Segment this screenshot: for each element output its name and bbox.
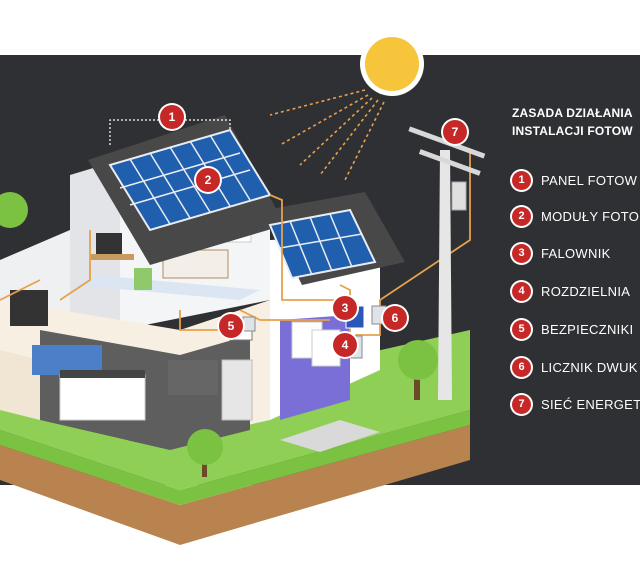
legend-item: 7 SIEĆ ENERGET [512,392,640,416]
legend-item: 2 MODUŁY FOTO [512,204,639,228]
legend-title: ZASADA DZIAŁANIA INSTALACJI FOTOW [512,104,633,140]
tree-right-icon [398,340,438,400]
legend-badge: 3 [512,243,531,263]
legend-label: SIEĆ ENERGET [541,396,640,412]
diagram-badge-3: 3 [333,296,357,320]
legend-badge: 4 [512,281,531,301]
legend-label: FALOWNIK [541,245,611,261]
diagram-badge-2: 2 [196,168,220,192]
diagram-badge-1: 1 [160,105,184,129]
legend-title-line1: ZASADA DZIAŁANIA [512,106,633,120]
diagram-badge-6: 6 [383,306,407,330]
fuse-box-icon [242,316,256,332]
wiring [0,150,471,345]
diagram-badge-4: 4 [333,333,357,357]
solar-panel-icon [268,208,377,280]
legend-item: 4 ROZDZIELNIA [512,279,630,303]
legend-label: ROZDZIELNIA [541,283,631,299]
legend-label: MODUŁY FOTO [541,208,640,224]
tree-left-icon [0,192,28,228]
sun-rays [269,89,385,181]
legend-badge: 1 [512,170,531,190]
legend-item: 3 FALOWNIK [512,241,611,265]
legend-title-line2: INSTALACJI FOTOW [512,124,633,138]
legend-label: BEZPIECZNIKI [541,321,634,337]
legend-label: PANEL FOTOW [541,172,638,188]
legend-label: LICZNIK DWUK [541,359,638,375]
diagram-badge-5: 5 [219,314,243,338]
tree-front-icon [187,429,223,477]
legend-item: 5 BEZPIECZNIKI [512,317,633,341]
legend-item: 1 PANEL FOTOW [512,168,637,192]
solar-panel-icon [108,128,272,232]
legend-item: 6 LICZNIK DWUK [512,355,638,379]
legend-badge: 6 [512,357,531,377]
diagram-badge-7: 7 [443,120,467,144]
sun-icon [360,32,424,96]
legend-badge: 7 [512,394,531,414]
legend-badge: 2 [512,206,531,226]
legend-badge: 5 [512,319,531,339]
power-pole-icon [408,126,486,400]
